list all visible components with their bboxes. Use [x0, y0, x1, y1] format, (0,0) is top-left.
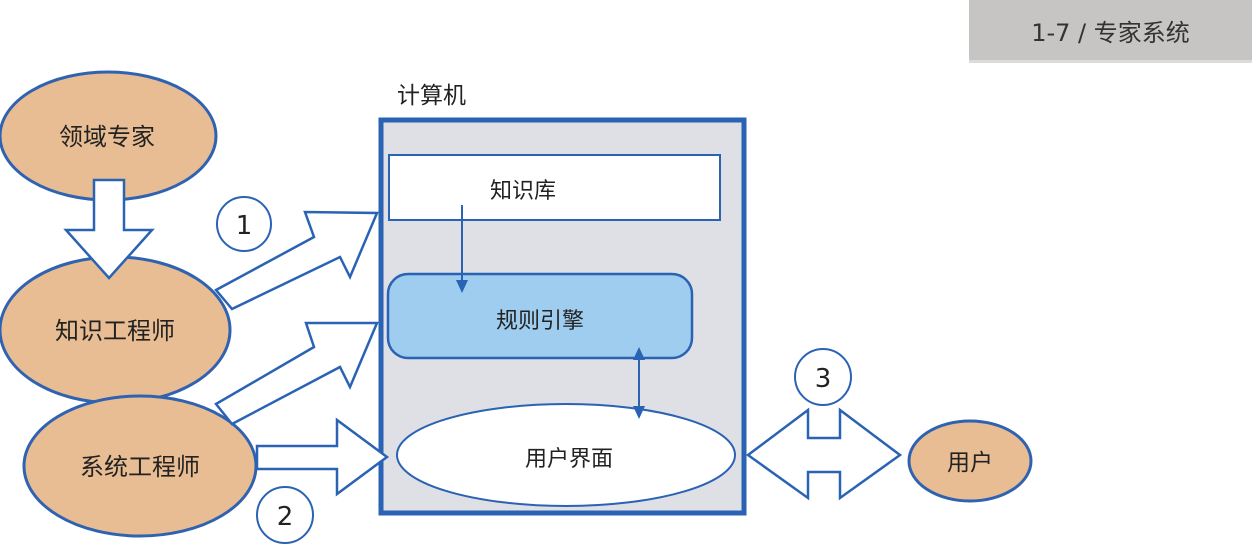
computer-label: 计算机	[397, 83, 466, 109]
engineer-to-kb-arrow	[214, 210, 379, 311]
system-engineer-label: 系统工程师	[80, 453, 200, 481]
ui-user-double-arrow	[745, 407, 903, 501]
rule-engine-label: 规则引擎	[496, 309, 584, 334]
marker-2-circle	[256, 486, 314, 544]
knowledge-base-label: 知识库	[490, 179, 556, 204]
domain-expert-label: 领域专家	[59, 123, 155, 151]
marker-3-circle	[794, 348, 852, 406]
knowledge-engineer-label: 知识工程师	[55, 317, 175, 345]
section-tag: 1-7 / 专家系统	[969, 0, 1252, 63]
user-interface-label: 用户界面	[525, 447, 613, 472]
expert-to-engineer-arrow	[63, 178, 155, 280]
user-label: 用户	[947, 450, 993, 476]
marker-3-label: 3	[815, 364, 832, 394]
system-engineer-to-engine-arrow	[214, 321, 379, 426]
marker-2-label: 2	[277, 502, 294, 532]
kb-to-engine-arrowhead	[456, 280, 468, 293]
user-ellipse	[907, 419, 1033, 503]
engine-ui-arrowhead-up	[633, 347, 645, 360]
marker-1-label: 1	[236, 211, 253, 241]
knowledge-base-box	[388, 154, 721, 221]
section-tag-label: 1-7 / 专家系统	[1031, 18, 1190, 47]
system-engineer-to-ui-arrow	[255, 417, 390, 497]
engine-ui-arrowhead-down	[633, 406, 645, 419]
user-interface-ellipse	[396, 403, 736, 507]
marker-1-circle	[216, 196, 272, 252]
rule-engine-box	[386, 272, 694, 360]
